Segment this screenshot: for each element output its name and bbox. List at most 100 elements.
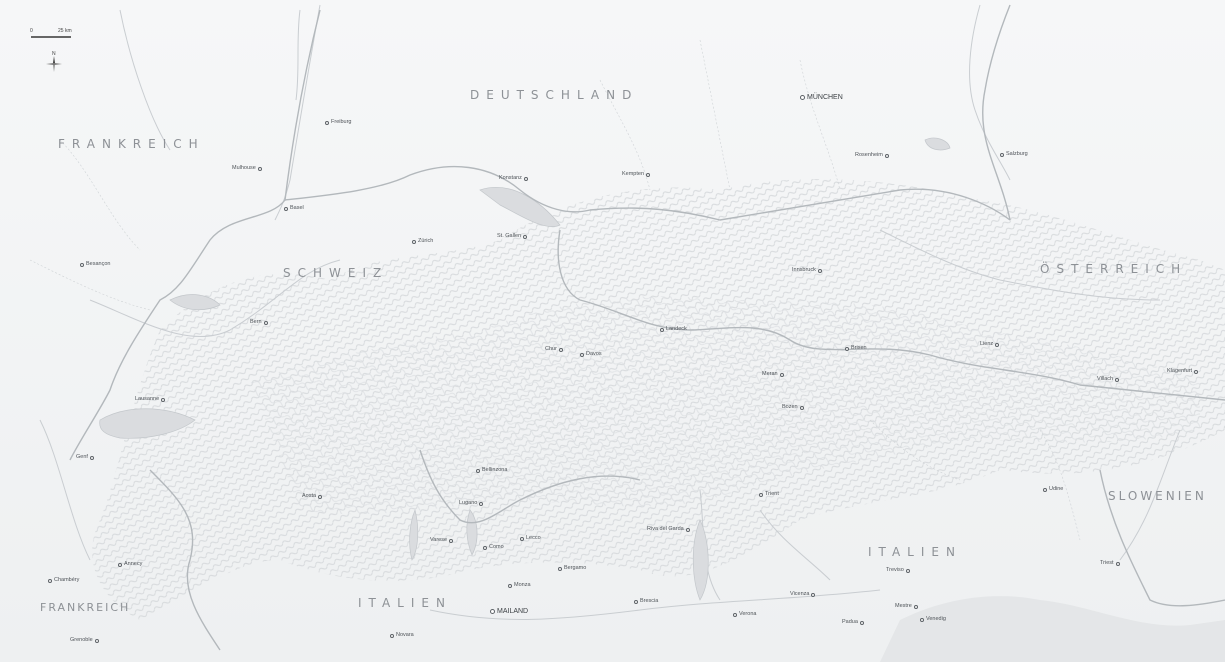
city-treviso[interactable]: Treviso — [884, 567, 910, 575]
city-lecco[interactable]: Lecco — [520, 535, 543, 543]
country-label-osterreich[interactable]: ÖSTERREICH — [1040, 262, 1188, 276]
city-label: Varese — [430, 537, 448, 543]
city-bozen[interactable]: Bozen — [780, 404, 804, 412]
city-villach[interactable]: Villach — [1095, 376, 1120, 384]
city-innsbruck[interactable]: Innsbruck — [790, 267, 822, 275]
compass-north-label: N — [52, 51, 56, 57]
city-marker — [412, 239, 416, 244]
city-freiburg[interactable]: Freiburg — [325, 119, 353, 127]
city-marker — [1000, 152, 1004, 157]
city-marker — [845, 346, 849, 351]
city-marker — [284, 206, 288, 211]
city-grenoble[interactable]: Grenoble — [68, 637, 99, 645]
city-label: Lausanne — [135, 396, 160, 402]
city-padua[interactable]: Padua — [840, 619, 864, 627]
city-label: St. Gallen — [497, 233, 522, 239]
country-label-deutschland[interactable]: DEUTSCHLAND — [470, 88, 639, 102]
country-label-italien-east[interactable]: ITALIEN — [868, 545, 962, 559]
city-trient[interactable]: Trient — [759, 491, 781, 499]
scale-bar: 0 25 km — [28, 28, 98, 68]
city-marker — [490, 609, 495, 614]
country-label-schweiz[interactable]: SCHWEIZ — [283, 266, 389, 280]
city-label: Villach — [1097, 376, 1114, 382]
scale-start-label: 0 — [30, 28, 33, 34]
city-bergamo[interactable]: Bergamo — [558, 565, 588, 573]
city-label: Bern — [250, 319, 262, 325]
city-varese[interactable]: Varese — [428, 537, 454, 545]
lake-maggiore — [409, 508, 419, 561]
city-novara[interactable]: Novara — [390, 632, 416, 640]
city-label: Udine — [1049, 486, 1064, 492]
city-chambery[interactable]: Chambéry — [48, 577, 81, 585]
city-mulhouse[interactable]: Mulhouse — [230, 165, 262, 173]
city-lienz[interactable]: Lienz — [978, 341, 1000, 349]
city-brescia[interactable]: Brescia — [634, 598, 660, 606]
city-rosenheim[interactable]: Rosenheim — [853, 152, 889, 160]
city-annecy[interactable]: Annecy — [118, 561, 144, 569]
city-zurich[interactable]: Zürich — [412, 238, 435, 246]
city-udine[interactable]: Udine — [1043, 486, 1065, 494]
lake-neuchatel — [169, 294, 221, 311]
city-lausanne[interactable]: Lausanne — [133, 396, 166, 404]
city-venedig[interactable]: Venedig — [920, 616, 948, 624]
city-konstanz[interactable]: Konstanz — [497, 175, 528, 183]
city-marker — [161, 397, 166, 402]
city-meran[interactable]: Meran — [760, 371, 784, 379]
city-label: Brescia — [640, 598, 659, 604]
city-aosta[interactable]: Aosta — [300, 493, 323, 501]
city-riva[interactable]: Riva del Garda — [645, 526, 690, 534]
city-bern[interactable]: Bern — [248, 319, 268, 327]
city-label: MAILAND — [497, 608, 529, 615]
country-borders — [69, 4, 1225, 651]
city-triest[interactable]: Triest — [1098, 560, 1120, 568]
lake-constance — [479, 187, 561, 227]
city-marker — [800, 95, 805, 100]
city-marker — [685, 527, 690, 532]
city-lugano[interactable]: Lugano — [457, 500, 484, 508]
city-besancon[interactable]: Besançon — [80, 261, 112, 269]
city-genf[interactable]: Genf — [74, 454, 94, 462]
city-bellinzona[interactable]: Bellinzona — [476, 467, 509, 475]
city-brixen[interactable]: Brixen — [845, 345, 869, 353]
city-label: Verona — [739, 611, 757, 617]
city-label: Innsbruck — [792, 267, 816, 273]
city-label: Monza — [514, 582, 531, 588]
city-verona[interactable]: Verona — [733, 611, 758, 619]
city-label: Chur — [545, 346, 557, 352]
country-label-slowenien[interactable]: SLOWENIEN — [1108, 489, 1207, 503]
city-muenchen[interactable]: MÜNCHEN — [800, 94, 845, 101]
city-mestre[interactable]: Mestre — [893, 603, 918, 611]
city-basel[interactable]: Basel — [284, 205, 306, 213]
city-label: MÜNCHEN — [807, 94, 843, 101]
country-label-frankreich-south[interactable]: FRANKREICH — [40, 601, 131, 614]
city-label: Freiburg — [331, 119, 352, 125]
city-marker — [920, 617, 924, 622]
city-marker — [884, 153, 889, 158]
north-arrow-icon: N — [46, 51, 62, 72]
city-monza[interactable]: Monza — [508, 582, 533, 590]
country-label-frankreich[interactable]: FRANKREICH — [58, 137, 205, 151]
city-label: Rosenheim — [855, 152, 883, 158]
city-klagenfurt[interactable]: Klagenfurt — [1165, 368, 1199, 376]
city-landeck[interactable]: Landeck — [660, 326, 689, 334]
city-label: Triest — [1100, 560, 1114, 566]
city-marker — [80, 262, 84, 267]
city-marker — [1115, 377, 1120, 382]
city-marker — [476, 468, 480, 473]
city-davos[interactable]: Davos — [580, 351, 604, 359]
city-vicenza[interactable]: Vicenza — [788, 591, 816, 599]
city-marker — [508, 583, 512, 588]
city-marker — [759, 492, 763, 497]
city-salzburg[interactable]: Salzburg — [1000, 151, 1030, 159]
city-como[interactable]: Como — [483, 544, 506, 552]
city-label: Mestre — [895, 603, 912, 609]
city-marker — [580, 352, 584, 357]
city-stgallen[interactable]: St. Gallen — [495, 233, 528, 241]
city-chur[interactable]: Chur — [543, 346, 563, 354]
city-label: Klagenfurt — [1167, 368, 1193, 374]
country-label-italien-west[interactable]: ITALIEN — [358, 596, 452, 610]
city-mailand[interactable]: MAILAND — [490, 608, 530, 615]
city-marker — [646, 172, 651, 177]
city-kempten[interactable]: Kempten — [620, 171, 651, 179]
